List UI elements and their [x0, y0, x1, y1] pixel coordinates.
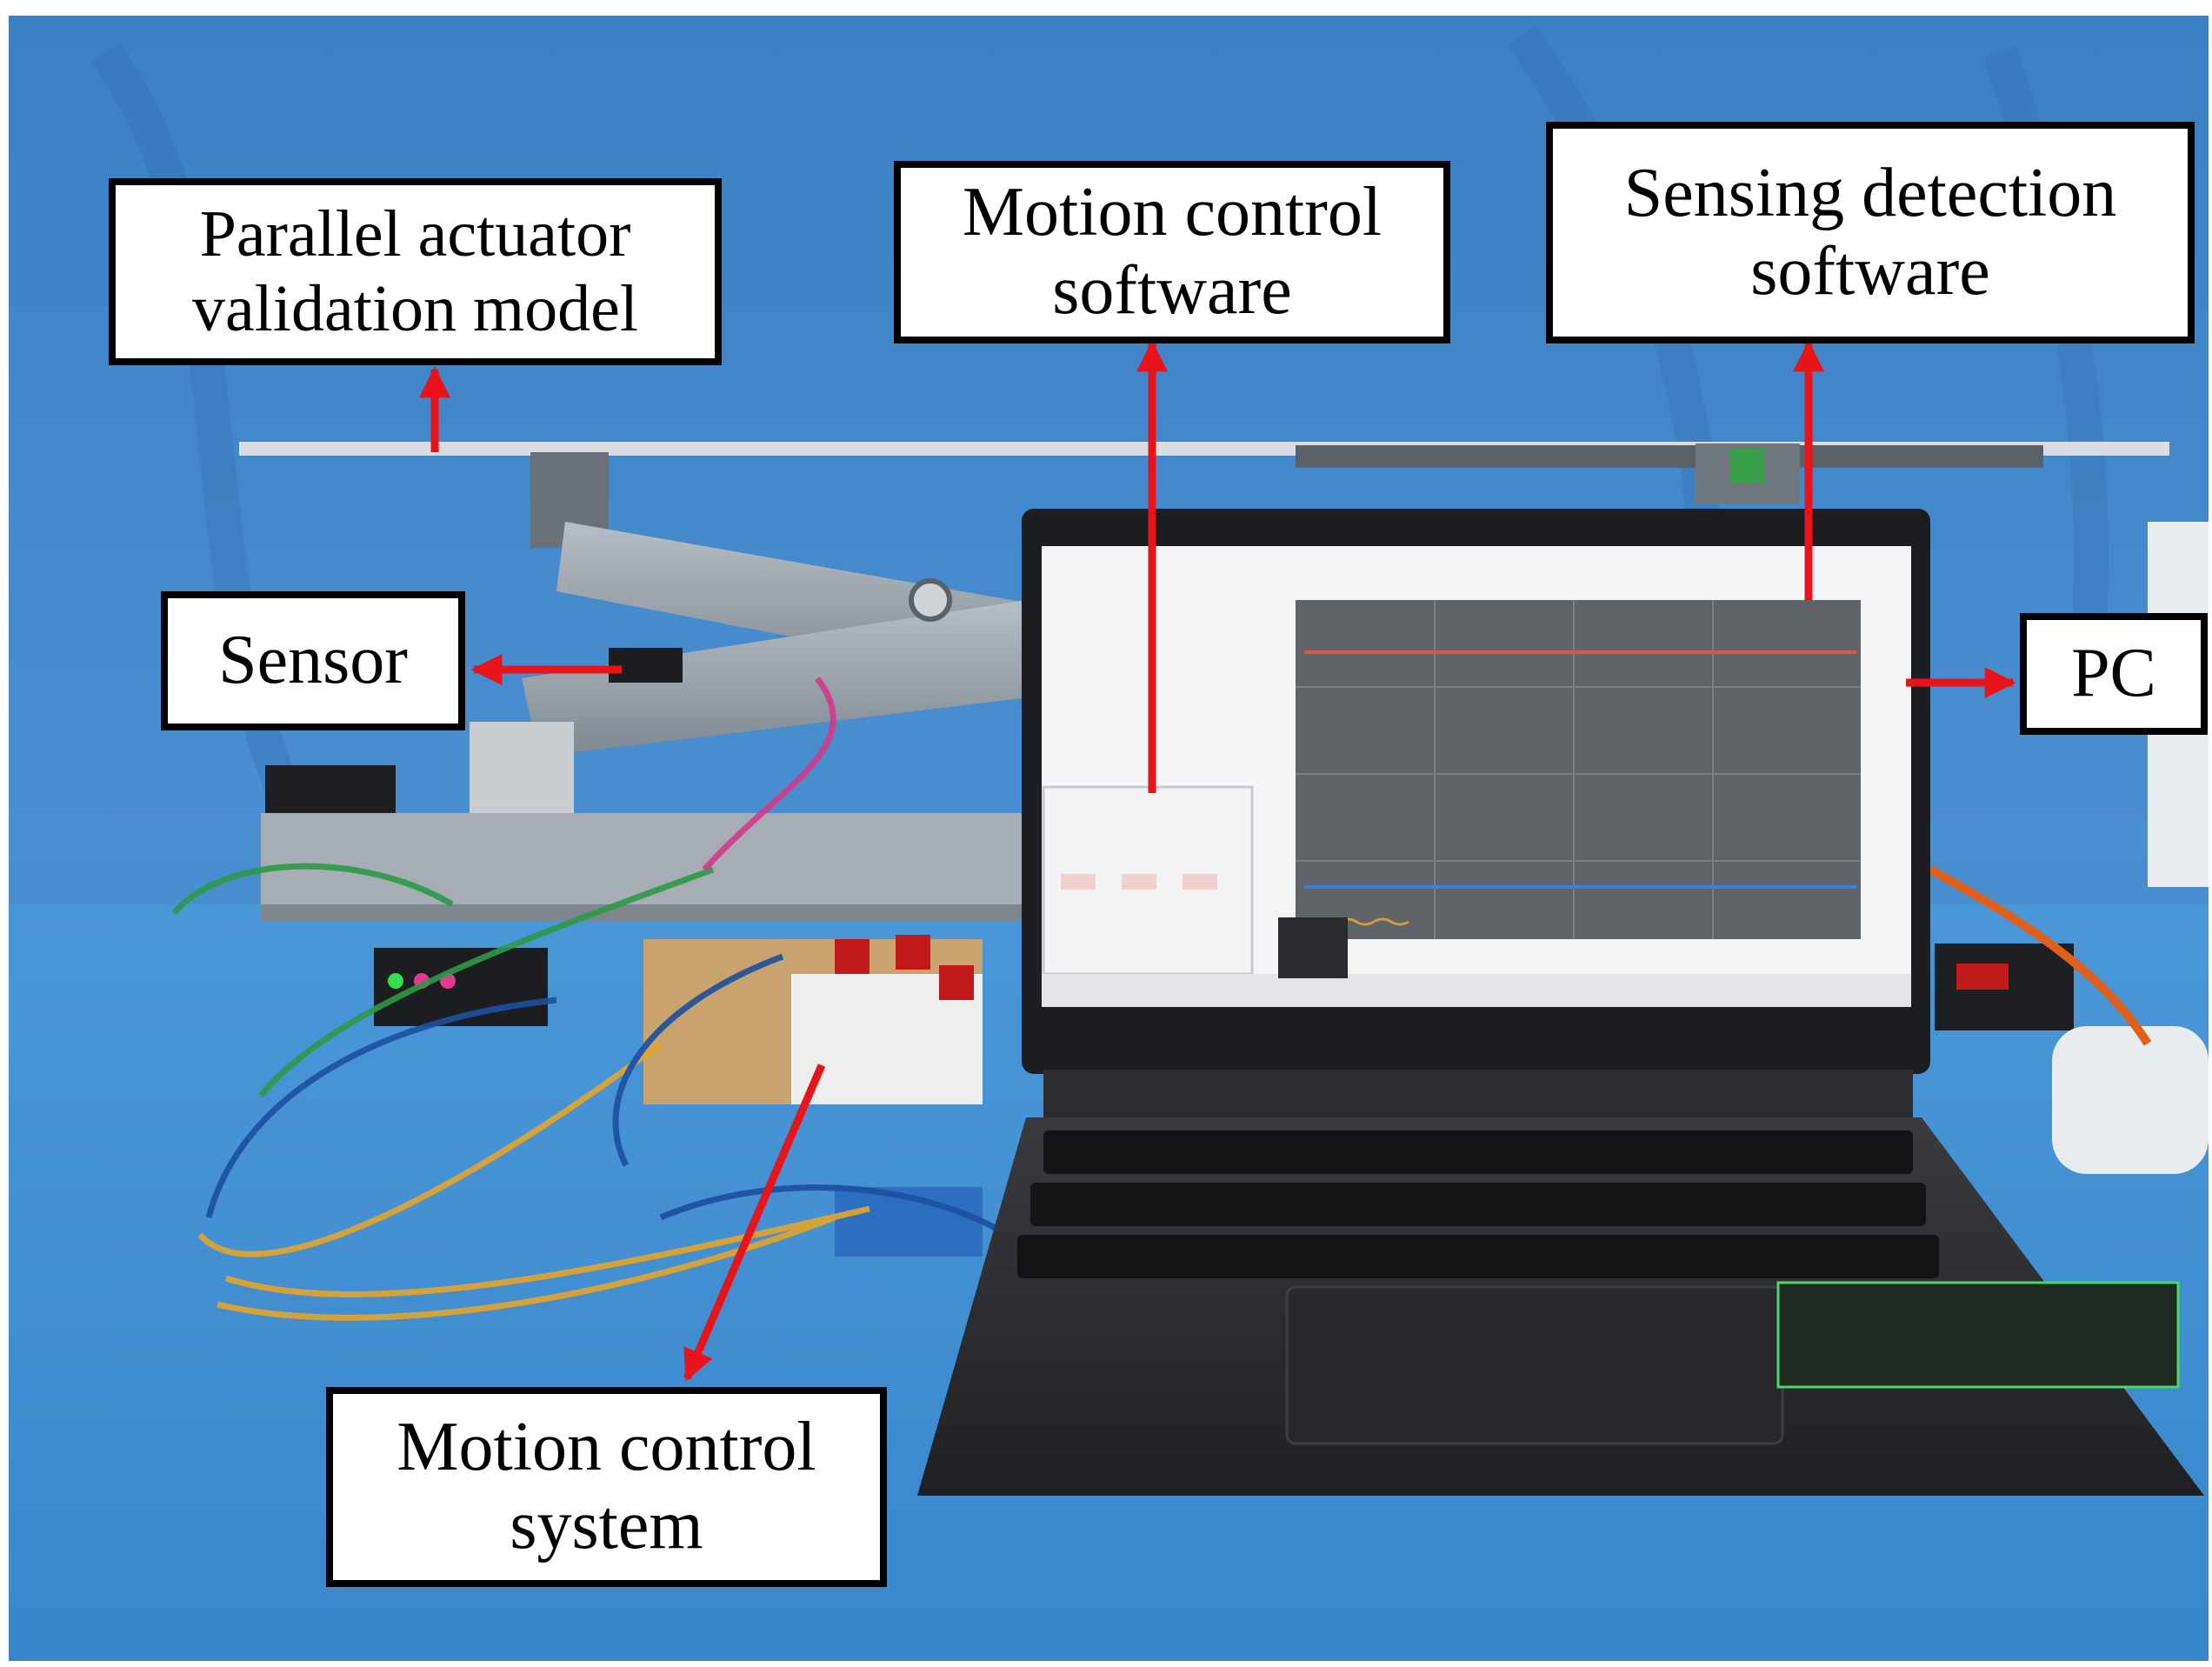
laptop-touchpad	[1285, 1285, 1784, 1445]
label-motion-control-software: Motion control software	[894, 161, 1450, 343]
label-pc: PC	[2020, 613, 2208, 735]
laptop-hinge	[1043, 1070, 1913, 1117]
carriage	[470, 722, 574, 817]
label-sensor: Sensor	[161, 591, 465, 730]
laptop	[917, 509, 2204, 1496]
cable-bundle	[171, 676, 1046, 1321]
pivot-joint	[909, 578, 952, 622]
label-pc-text: PC	[2071, 635, 2156, 712]
label-sensing-detection-software-text: Sensing detection software	[1623, 154, 2117, 310]
laptop-sticker	[1776, 1281, 2180, 1389]
base-rail	[261, 813, 1061, 917]
label-motion-control-system-text: Motion control system	[396, 1409, 816, 1564]
lower-arm	[522, 600, 1043, 757]
label-motion-control-software-text: Motion control software	[962, 174, 1382, 329]
driver-box	[374, 948, 548, 1026]
rail-slot	[1296, 445, 2043, 468]
sensing-plot-area	[1296, 600, 1861, 939]
label-parallel-actuator-text: Parallel actuator validation model	[192, 197, 638, 345]
taskbar	[1042, 974, 1911, 1007]
label-sensor-text: Sensor	[218, 622, 408, 699]
label-sensing-detection-software: Sensing detection software	[1546, 122, 2195, 343]
sensor-body	[609, 648, 683, 683]
annotation-arrows	[419, 340, 2016, 1382]
power-strip	[2052, 1026, 2209, 1174]
label-motion-control-system: Motion control system	[326, 1387, 887, 1587]
label-parallel-actuator: Parallel actuator validation model	[109, 178, 722, 365]
arrow-motion-system	[683, 1064, 826, 1382]
